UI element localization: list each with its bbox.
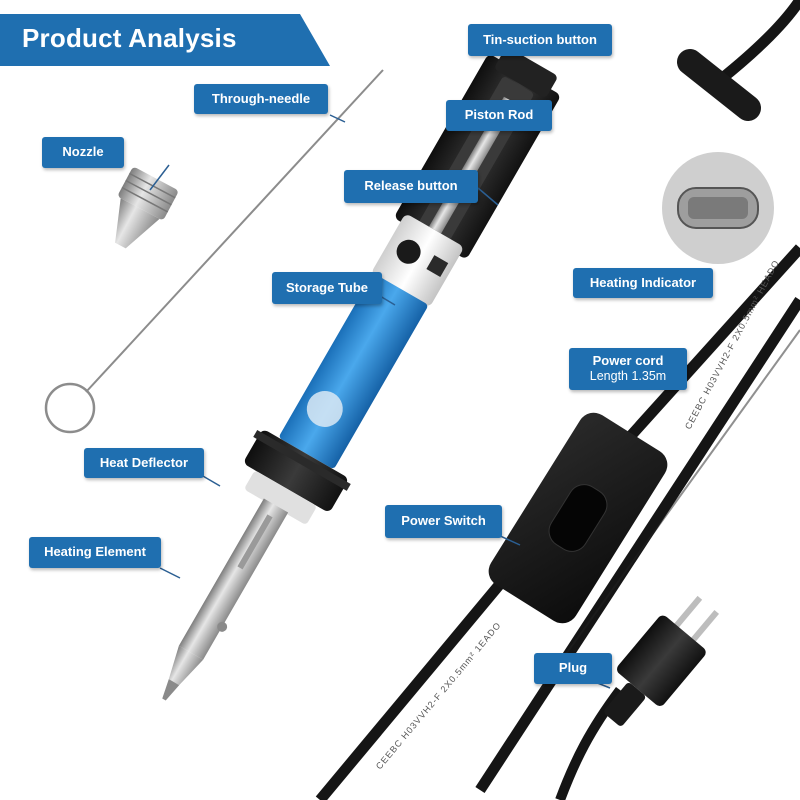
- title-banner-shape: [0, 14, 330, 66]
- heating-indicator-inset: [658, 148, 778, 268]
- desoldering-pump: [162, 48, 560, 701]
- heating-element-label: Heating Element: [29, 537, 161, 568]
- tin-suction-button-label: Tin-suction button: [468, 24, 612, 56]
- page-title: Product Analysis: [22, 23, 237, 53]
- power-cord-label-title: Power cord: [592, 353, 664, 369]
- power-switch-label: Power Switch: [385, 505, 502, 538]
- nozzle: [115, 167, 178, 249]
- storage-tube-label: Storage Tube: [272, 272, 382, 304]
- power-cord-label: Power cord Length 1.35m: [569, 348, 687, 390]
- through-needle-label: Through-needle: [194, 84, 328, 114]
- plug: [604, 595, 720, 726]
- through-needle: [44, 69, 384, 434]
- power-cord-length: Length 1.35m: [589, 369, 667, 384]
- heat-deflector-label: Heat Deflector: [84, 448, 204, 478]
- nozzle-label: Nozzle: [42, 137, 124, 168]
- plug-label: Plug: [534, 653, 612, 684]
- power-cord: [315, 0, 800, 800]
- heating-indicator-label: Heating Indicator: [573, 268, 713, 298]
- piston-rod-label: Piston Rod: [446, 100, 552, 131]
- cord-print-lower: CEEBC H03VVH2-F 2X0.5mm² 1EADO: [374, 620, 503, 771]
- title-banner: Product Analysis: [0, 14, 330, 66]
- power-switch-housing: [488, 412, 668, 624]
- release-button-label: Release button: [344, 170, 478, 203]
